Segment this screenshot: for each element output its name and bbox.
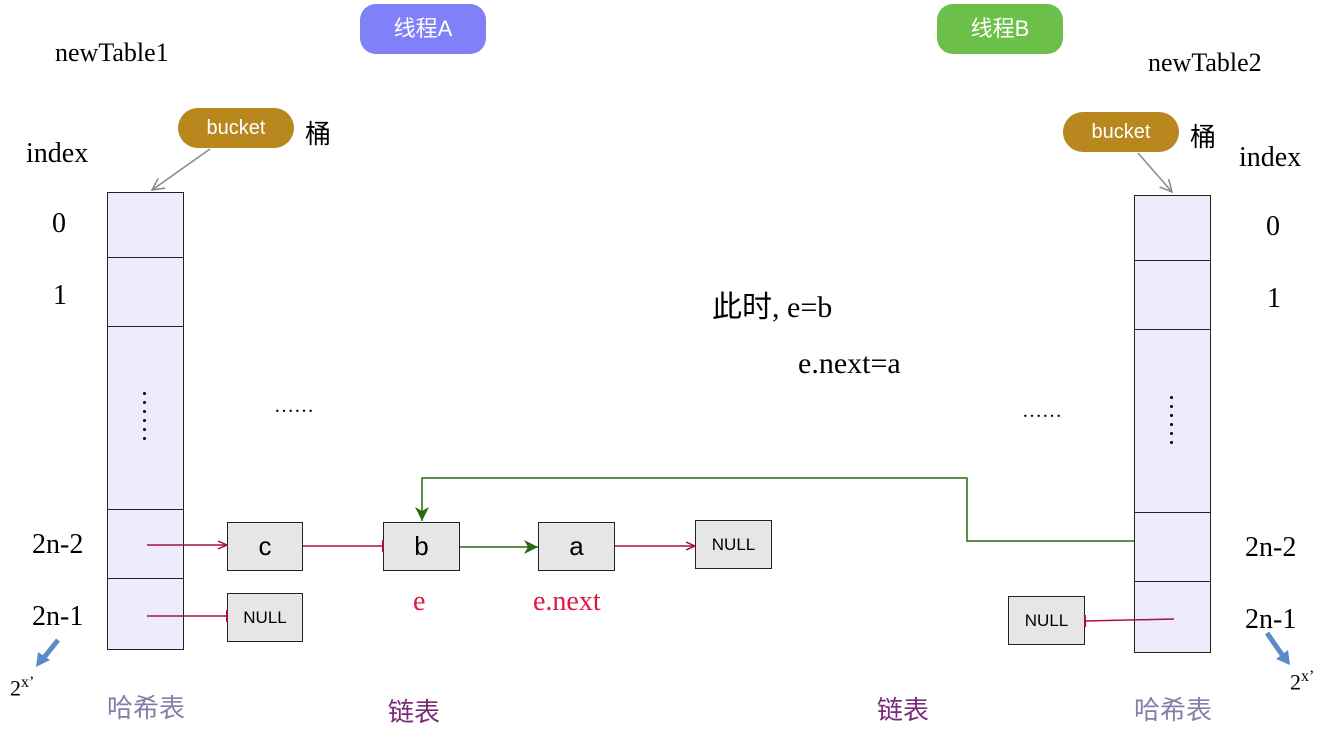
left-index-header: index <box>26 138 89 169</box>
right-bucket-badge: bucket <box>1063 112 1179 152</box>
right-vertical-dots <box>1170 396 1174 450</box>
note-line2: e.next=a <box>798 347 901 380</box>
node-null-row2-right: NULL <box>1008 596 1085 645</box>
right-bucket-cell-2n-2 <box>1134 512 1211 582</box>
left-bucket-cell-0 <box>107 192 184 258</box>
node-null-row2-left: NULL <box>227 593 303 642</box>
note-line1: 此时, e=b <box>712 291 833 324</box>
left-index-2n-1: 2n-1 <box>32 601 84 632</box>
left-bucket-cell-gap <box>107 326 184 510</box>
node-null-row1: NULL <box>695 520 772 569</box>
pointer-e: e <box>413 586 426 617</box>
right-hash-caption: 哈希表 <box>1134 696 1213 725</box>
right-bucket-cell-gap <box>1134 329 1211 513</box>
pointer-e-next: e.next <box>533 586 601 617</box>
node-c: c <box>227 522 303 571</box>
left-bucket-cell-2n-1 <box>107 578 184 650</box>
left-bucket-cell-2n-2 <box>107 509 184 579</box>
right-index-0: 0 <box>1266 211 1280 242</box>
right-bucket-arrow <box>1137 152 1172 192</box>
left-index-0: 0 <box>52 208 66 239</box>
right-pow-arrow-icon <box>1264 631 1290 665</box>
right-index-2n-2: 2n-2 <box>1245 532 1297 563</box>
arrow-right-bucket-to-b <box>415 477 1134 542</box>
right-list-caption: 链表 <box>877 696 930 725</box>
right-ellipsis: …… <box>1022 400 1062 422</box>
right-table-title: newTable2 <box>1148 48 1262 77</box>
node-b: b <box>383 522 460 571</box>
left-list-caption: 链表 <box>388 698 441 727</box>
left-ellipsis: …… <box>274 395 314 417</box>
thread-b-badge: 线程B <box>937 4 1063 54</box>
left-bucket-cell-1 <box>107 257 184 327</box>
left-vertical-dots <box>143 392 147 446</box>
right-bucket-cell-1 <box>1134 260 1211 330</box>
left-table-title: newTable1 <box>55 38 169 67</box>
left-index-2n-2: 2n-2 <box>32 529 84 560</box>
right-bucket-cell-0 <box>1134 195 1211 261</box>
left-pow-label: 2x’ <box>10 674 35 701</box>
left-hash-caption: 哈希表 <box>107 694 186 723</box>
right-index-2n-1: 2n-1 <box>1245 604 1297 635</box>
left-bucket-badge: bucket <box>178 108 294 148</box>
left-pow-arrow-icon <box>36 638 60 667</box>
left-bucket-arrow <box>152 148 211 190</box>
right-index-1: 1 <box>1267 283 1281 314</box>
node-a: a <box>538 522 615 571</box>
arrow-right-bucket-to-null <box>1083 614 1175 628</box>
thread-a-badge: 线程A <box>360 4 486 54</box>
right-pow-label: 2x’ <box>1290 668 1315 695</box>
left-index-1: 1 <box>53 280 67 311</box>
left-bucket-cn: 桶 <box>305 120 332 149</box>
right-bucket-cn: 桶 <box>1190 123 1217 152</box>
right-index-header: index <box>1239 142 1302 173</box>
right-bucket-cell-2n-1 <box>1134 581 1211 653</box>
